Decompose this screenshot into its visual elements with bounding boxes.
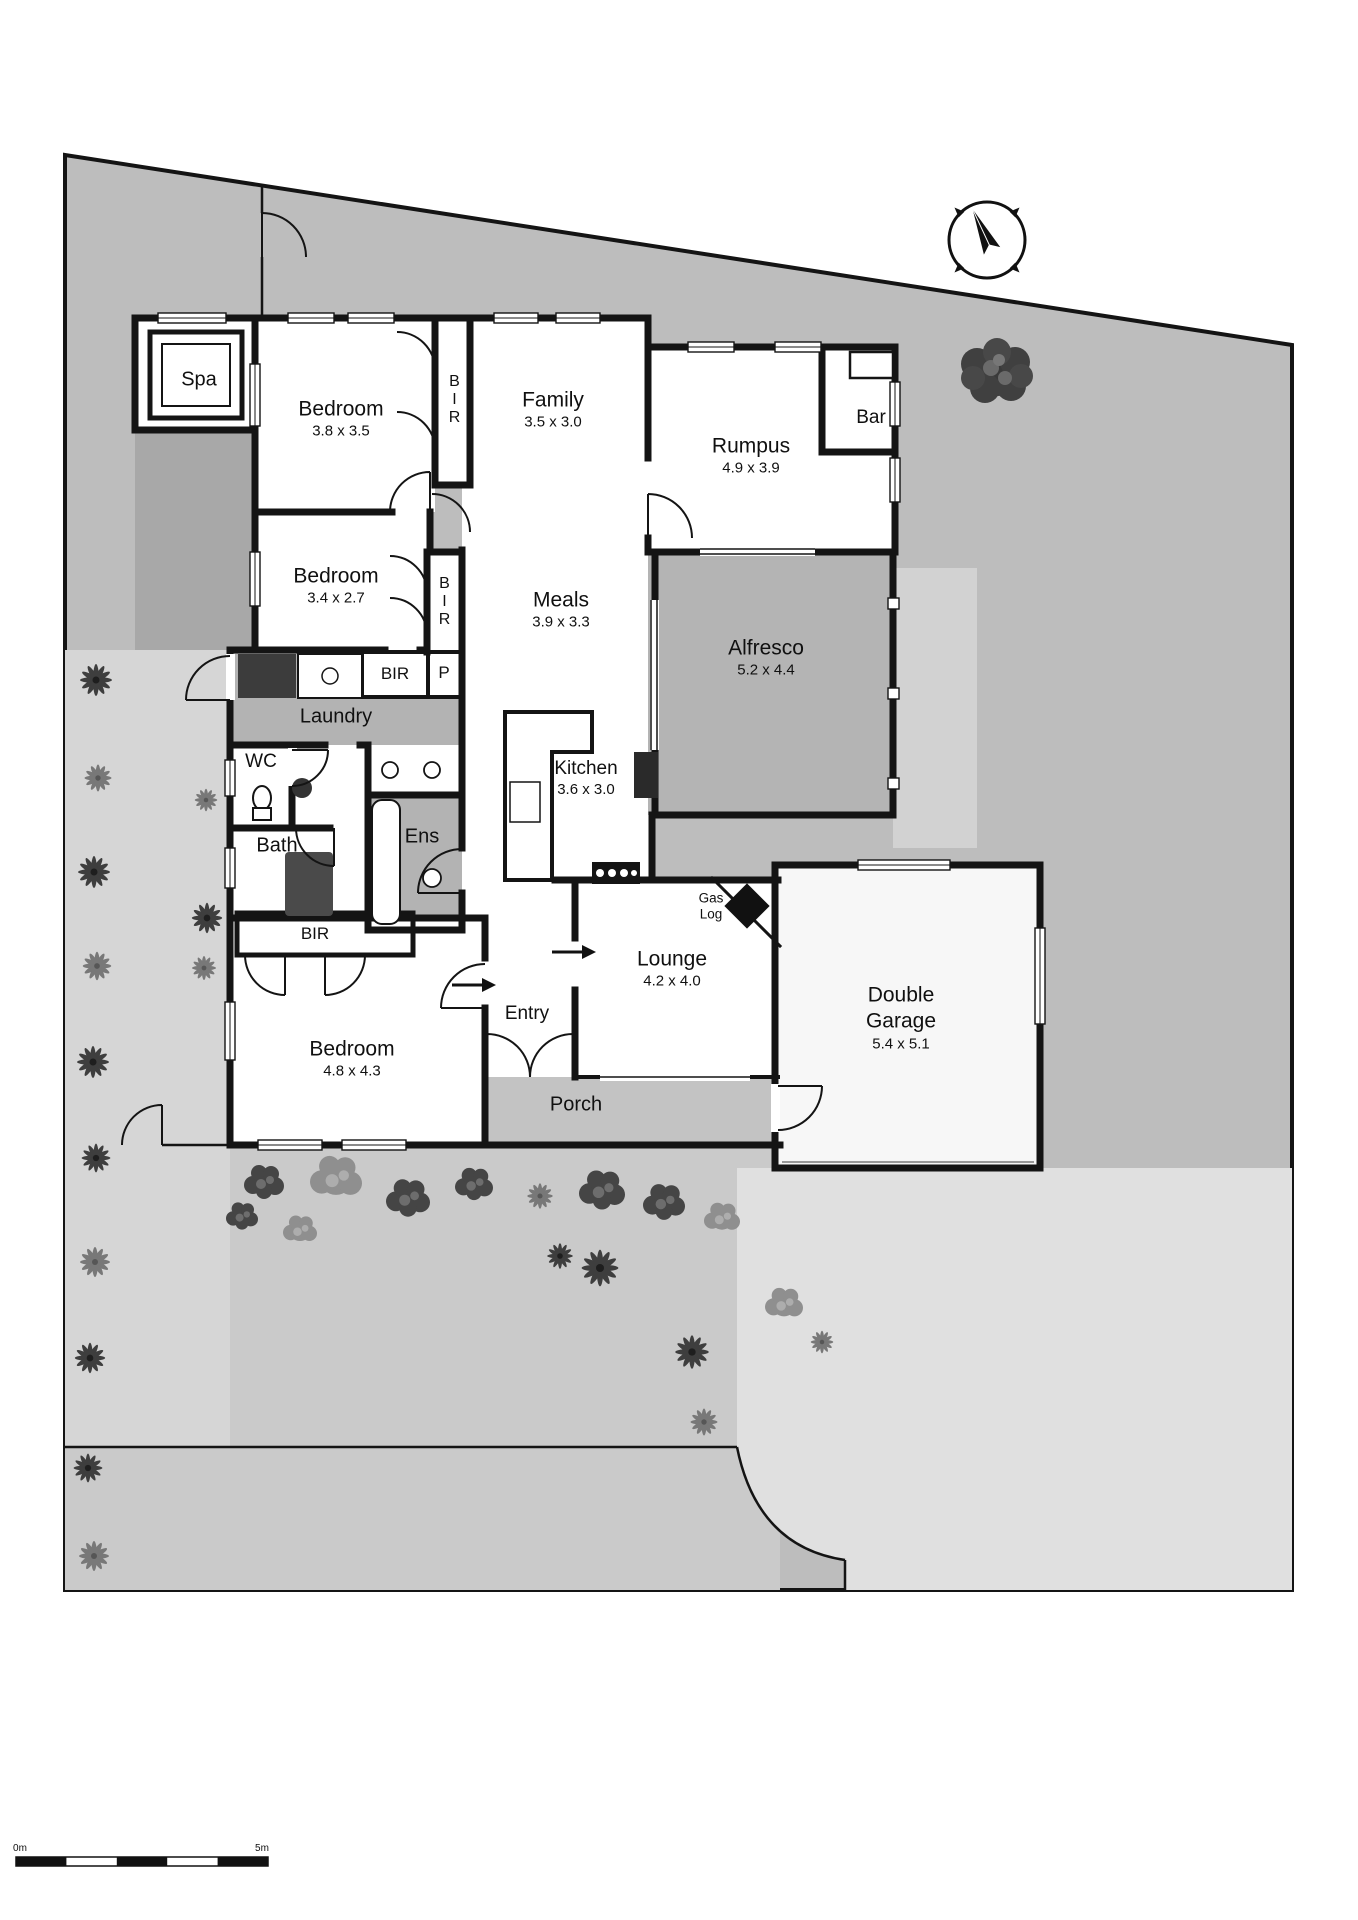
scale-bar bbox=[15, 1856, 269, 1867]
gas-log-line1: Gas bbox=[698, 890, 724, 906]
scale-label-end: 5m bbox=[255, 1843, 269, 1854]
paved-patch bbox=[893, 568, 977, 848]
laundry-appliances bbox=[238, 654, 296, 698]
ens-bath bbox=[371, 799, 401, 925]
bedroom-3-dims: 4.8 x 4.3 bbox=[323, 1062, 381, 1080]
ens-basin bbox=[422, 868, 442, 888]
closet-label-pantry: P bbox=[438, 663, 450, 682]
window-midlines bbox=[158, 317, 1041, 1146]
family-label: Family bbox=[522, 388, 584, 412]
ens-label: Ens bbox=[404, 825, 440, 848]
room-label-spa: Spa bbox=[181, 368, 217, 393]
lounge-arrow-icon bbox=[582, 945, 596, 959]
vanity-basin-1 bbox=[381, 761, 399, 779]
label-gas-log: Gas Log bbox=[699, 890, 724, 921]
lounge-dims: 4.2 x 4.0 bbox=[643, 972, 701, 990]
meals-dims: 3.9 x 3.3 bbox=[532, 613, 590, 631]
rumpus-label: Rumpus bbox=[711, 434, 791, 458]
garage-dims: 5.4 x 5.1 bbox=[872, 1034, 930, 1052]
bedroom-1-label: Bedroom bbox=[298, 397, 384, 421]
fridge bbox=[634, 752, 658, 798]
garage-line1: Double bbox=[867, 983, 935, 1007]
bar-label: Bar bbox=[856, 407, 886, 429]
closet-label-bir-3: BIR bbox=[380, 664, 410, 683]
fence-lines bbox=[65, 186, 847, 1590]
laundry-trough bbox=[321, 667, 339, 685]
room-label-bedroom-2: Bedroom 3.4 x 2.7 bbox=[293, 564, 378, 609]
bedroom-1-dims: 3.8 x 3.5 bbox=[312, 422, 370, 440]
porch-label: Porch bbox=[549, 1093, 603, 1116]
bedroom-2-dims: 3.4 x 2.7 bbox=[307, 589, 365, 607]
bath-label: Bath bbox=[256, 834, 298, 857]
toilet bbox=[252, 785, 272, 811]
garage-line2: Garage bbox=[865, 1009, 937, 1033]
laundry-label: Laundry bbox=[299, 705, 373, 728]
room-label-bar: Bar bbox=[856, 406, 886, 430]
bedroom-3-label: Bedroom bbox=[309, 1037, 395, 1061]
bedroom-2-label: Bedroom bbox=[293, 564, 379, 588]
entry-arrow-icon bbox=[482, 978, 496, 992]
bar-bench bbox=[848, 350, 895, 380]
kitchen-sink bbox=[509, 781, 541, 823]
lounge-label: Lounge bbox=[636, 947, 708, 971]
vanity-basin-2 bbox=[423, 761, 441, 779]
spa-label: Spa bbox=[181, 368, 217, 391]
closet-label-bir-2: BIR bbox=[436, 575, 453, 629]
room-label-garage: Double Garage 5.4 x 5.1 bbox=[866, 982, 936, 1053]
kitchen-label: Kitchen bbox=[554, 757, 618, 779]
room-label-alfresco: Alfresco 5.2 x 4.4 bbox=[728, 636, 804, 681]
side-yard-strip bbox=[65, 650, 230, 1447]
room-label-family: Family 3.5 x 3.0 bbox=[522, 388, 584, 433]
fixtures bbox=[147, 329, 895, 929]
yard-pocket bbox=[135, 430, 255, 650]
closet-label-bir-1: BIR bbox=[446, 373, 463, 427]
scale-label-start: 0m bbox=[13, 1843, 27, 1854]
family-dims: 3.5 x 3.0 bbox=[524, 413, 582, 431]
shower bbox=[285, 852, 333, 916]
direction-arrows bbox=[452, 945, 596, 992]
meals-label: Meals bbox=[532, 588, 590, 612]
laundry-bench bbox=[297, 653, 363, 699]
room-label-meals: Meals 3.9 x 3.3 bbox=[532, 588, 590, 633]
room-label-lounge: Lounge 4.2 x 4.0 bbox=[637, 947, 707, 992]
driveway bbox=[737, 1168, 1292, 1590]
room-label-rumpus: Rumpus 4.9 x 3.9 bbox=[712, 434, 790, 479]
gas-log-line2: Log bbox=[699, 906, 723, 921]
compass-north-icon bbox=[947, 200, 1027, 280]
sliding-doors bbox=[600, 548, 1034, 1163]
room-label-kitchen: Kitchen 3.6 x 3.0 bbox=[554, 757, 617, 800]
rumpus-dims: 4.9 x 3.9 bbox=[722, 459, 780, 477]
wc-label: WC bbox=[245, 751, 277, 773]
room-label-laundry: Laundry bbox=[300, 705, 372, 730]
room-floors bbox=[135, 318, 1040, 1168]
closet-label-bir-4: BIR bbox=[300, 924, 330, 943]
kitchen-bench bbox=[503, 710, 594, 882]
room-label-porch: Porch bbox=[550, 1093, 602, 1118]
entry-label: Entry bbox=[504, 1003, 550, 1025]
alfresco-dims: 5.2 x 4.4 bbox=[737, 661, 795, 679]
kitchen-dims: 3.6 x 3.0 bbox=[557, 780, 615, 798]
room-label-entry: Entry bbox=[505, 1002, 549, 1026]
doors bbox=[121, 212, 823, 1146]
room-label-bedroom-1: Bedroom 3.8 x 3.5 bbox=[298, 397, 383, 442]
spa-tub bbox=[147, 329, 245, 421]
room-label-bedroom-3: Bedroom 4.8 x 4.3 bbox=[309, 1037, 394, 1082]
room-label-wc: WC bbox=[245, 750, 277, 774]
room-label-bath: Bath bbox=[256, 834, 297, 859]
alfresco-label: Alfresco bbox=[728, 636, 804, 660]
room-label-ens: Ens bbox=[405, 825, 439, 850]
